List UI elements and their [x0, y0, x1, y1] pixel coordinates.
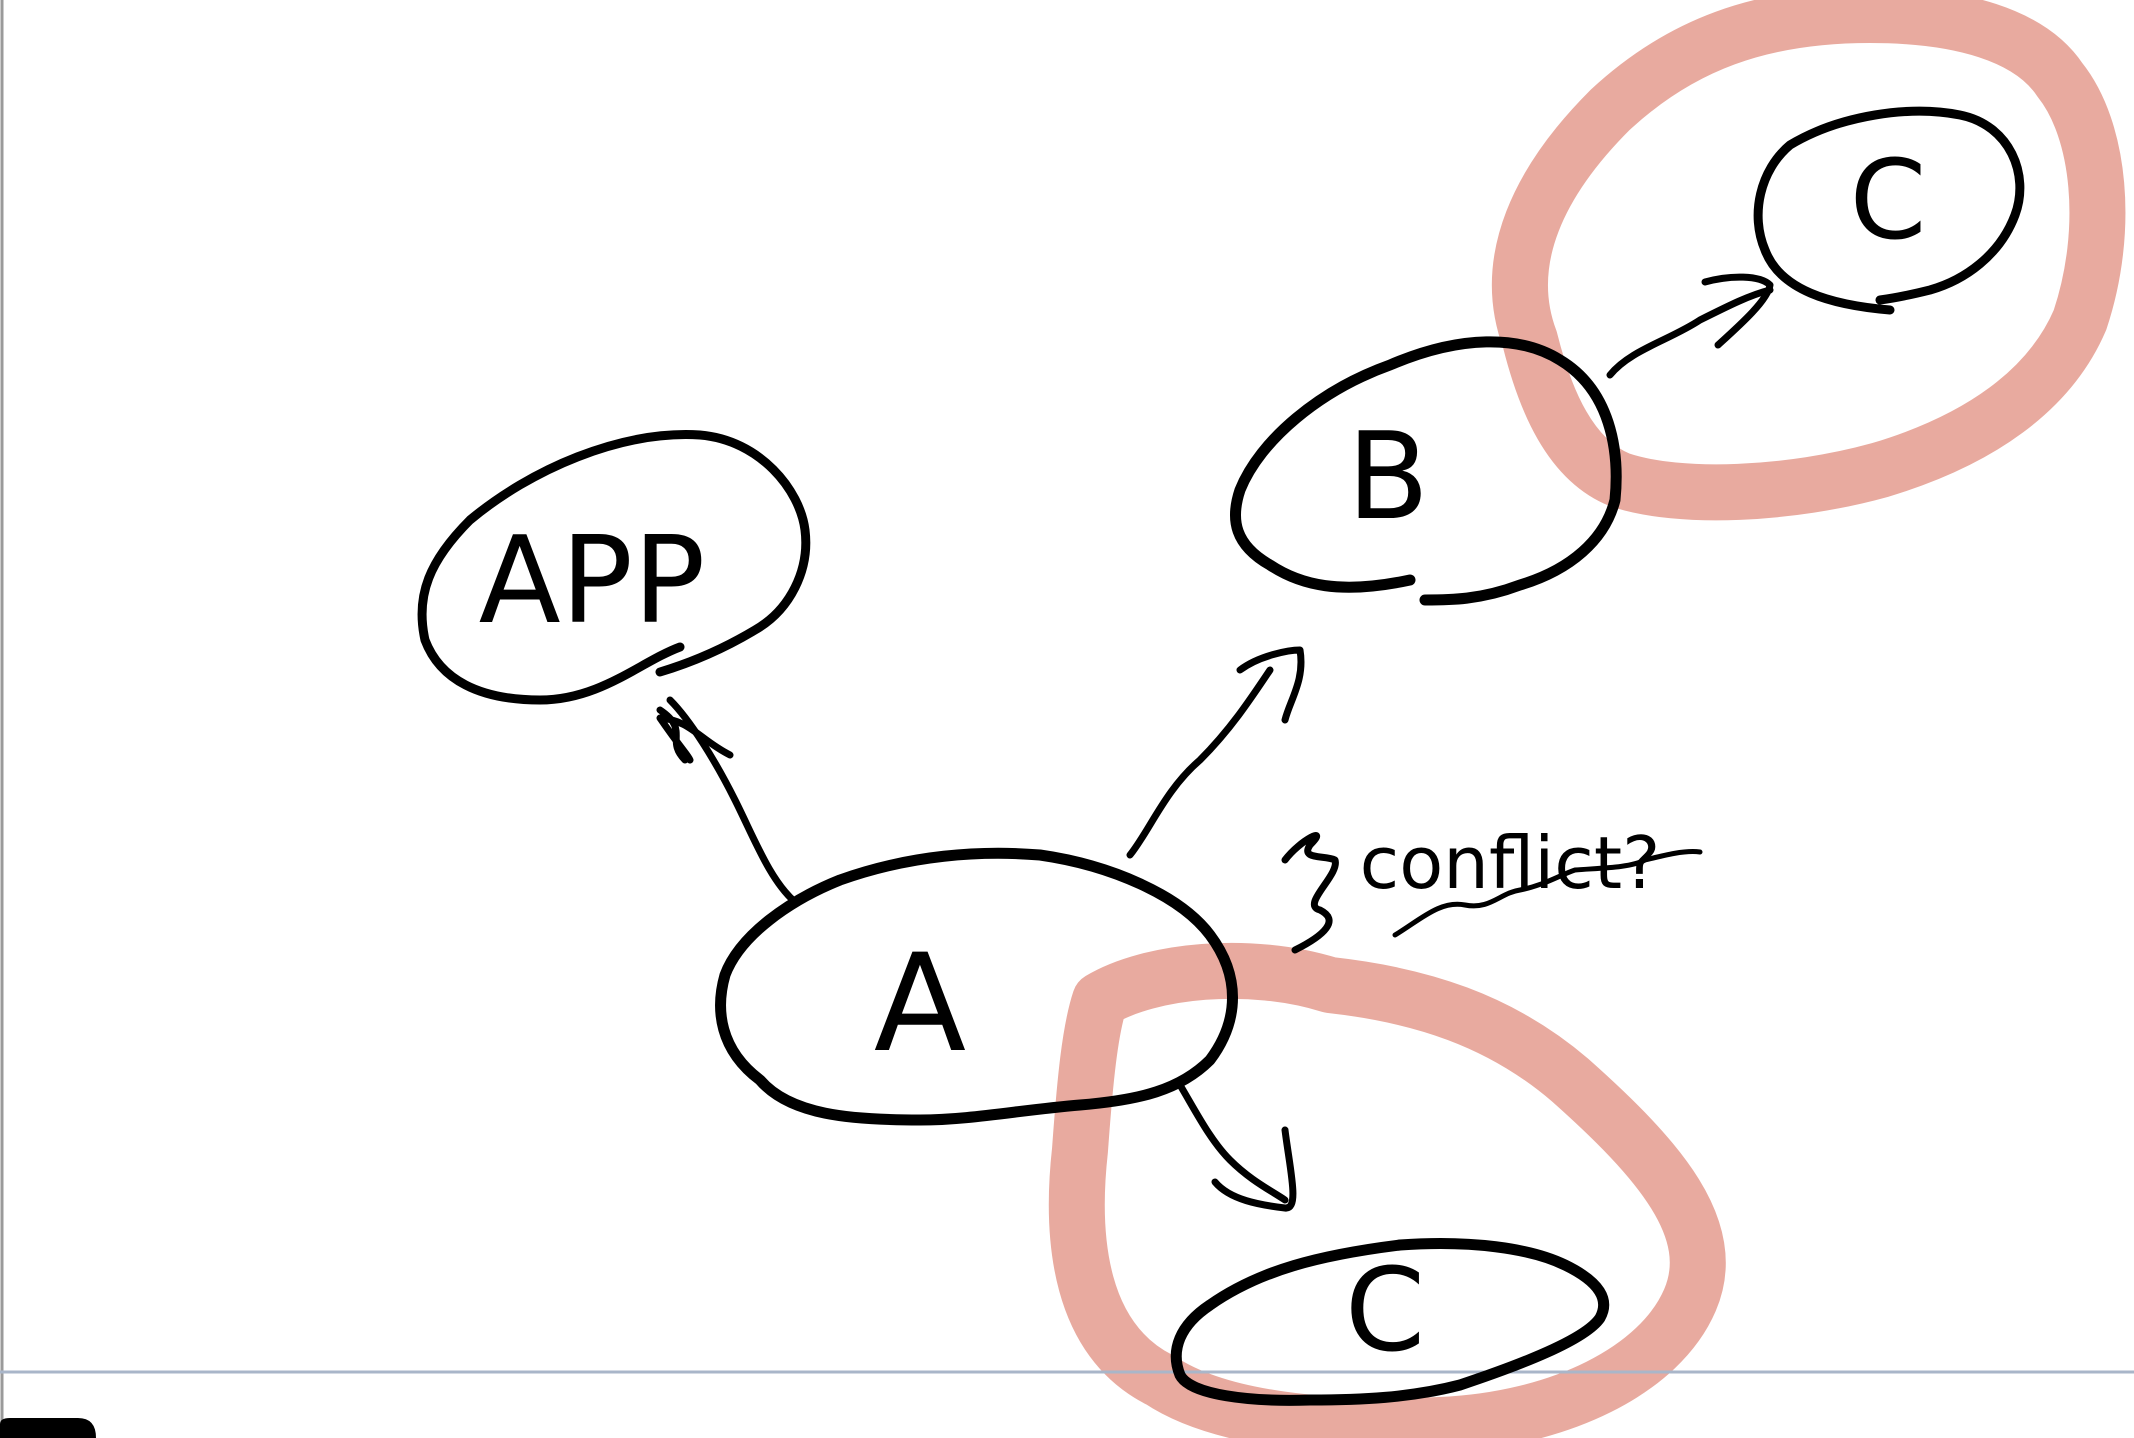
node-a-ellipse: [417, 430, 811, 705]
highlight-ring-c-top: [1491, 0, 2126, 521]
node-b-ellipse: [1229, 336, 1622, 606]
edge-b-to-c-top-line: [1606, 286, 1774, 379]
highlight-ring-c-bottom: [1048, 942, 1726, 1438]
conflict-brace-squiggle: [1281, 832, 1339, 954]
node-b: B: [1229, 336, 1622, 606]
node-c-bottom-ellipse: [1170, 1238, 1610, 1406]
edge-app-to-a-arrowhead: [656, 706, 734, 764]
conflict-annotation: conflict?: [1281, 821, 1703, 954]
conflict-underline: [1392, 849, 1703, 938]
edge-app-to-b: [1126, 646, 1305, 859]
edge-app-to-b-arrowhead: [1236, 646, 1305, 724]
node-c-top-ellipse: [1753, 106, 2025, 315]
node-b-label: B: [1347, 408, 1429, 547]
edge-app-to-c-bottom-arrowhead: [1211, 1126, 1297, 1212]
edge-app-to-c-bottom: [1176, 1081, 1297, 1212]
node-c-bottom-label: C: [1345, 1244, 1425, 1378]
edge-app-to-a: [656, 696, 799, 906]
node-c-top: C: [1753, 106, 2025, 315]
node-app-label: A: [874, 925, 966, 1082]
toolbar-corner-fragment: [0, 1418, 96, 1438]
edge-app-to-a-line: [666, 696, 799, 906]
edge-app-to-b-line: [1126, 666, 1274, 859]
node-a-label: APP: [479, 512, 706, 651]
node-c-bottom: C: [1170, 1238, 1610, 1406]
node-c-top-label: C: [1850, 136, 1927, 264]
node-a: APP: [417, 430, 811, 705]
node-app-ellipse: [715, 847, 1238, 1126]
edge-b-to-c-top: [1606, 273, 1774, 379]
edge-app-to-c-bottom-line: [1176, 1081, 1289, 1204]
node-app: A: [715, 847, 1238, 1126]
edge-b-to-c-top-arrowhead: [1701, 273, 1774, 349]
